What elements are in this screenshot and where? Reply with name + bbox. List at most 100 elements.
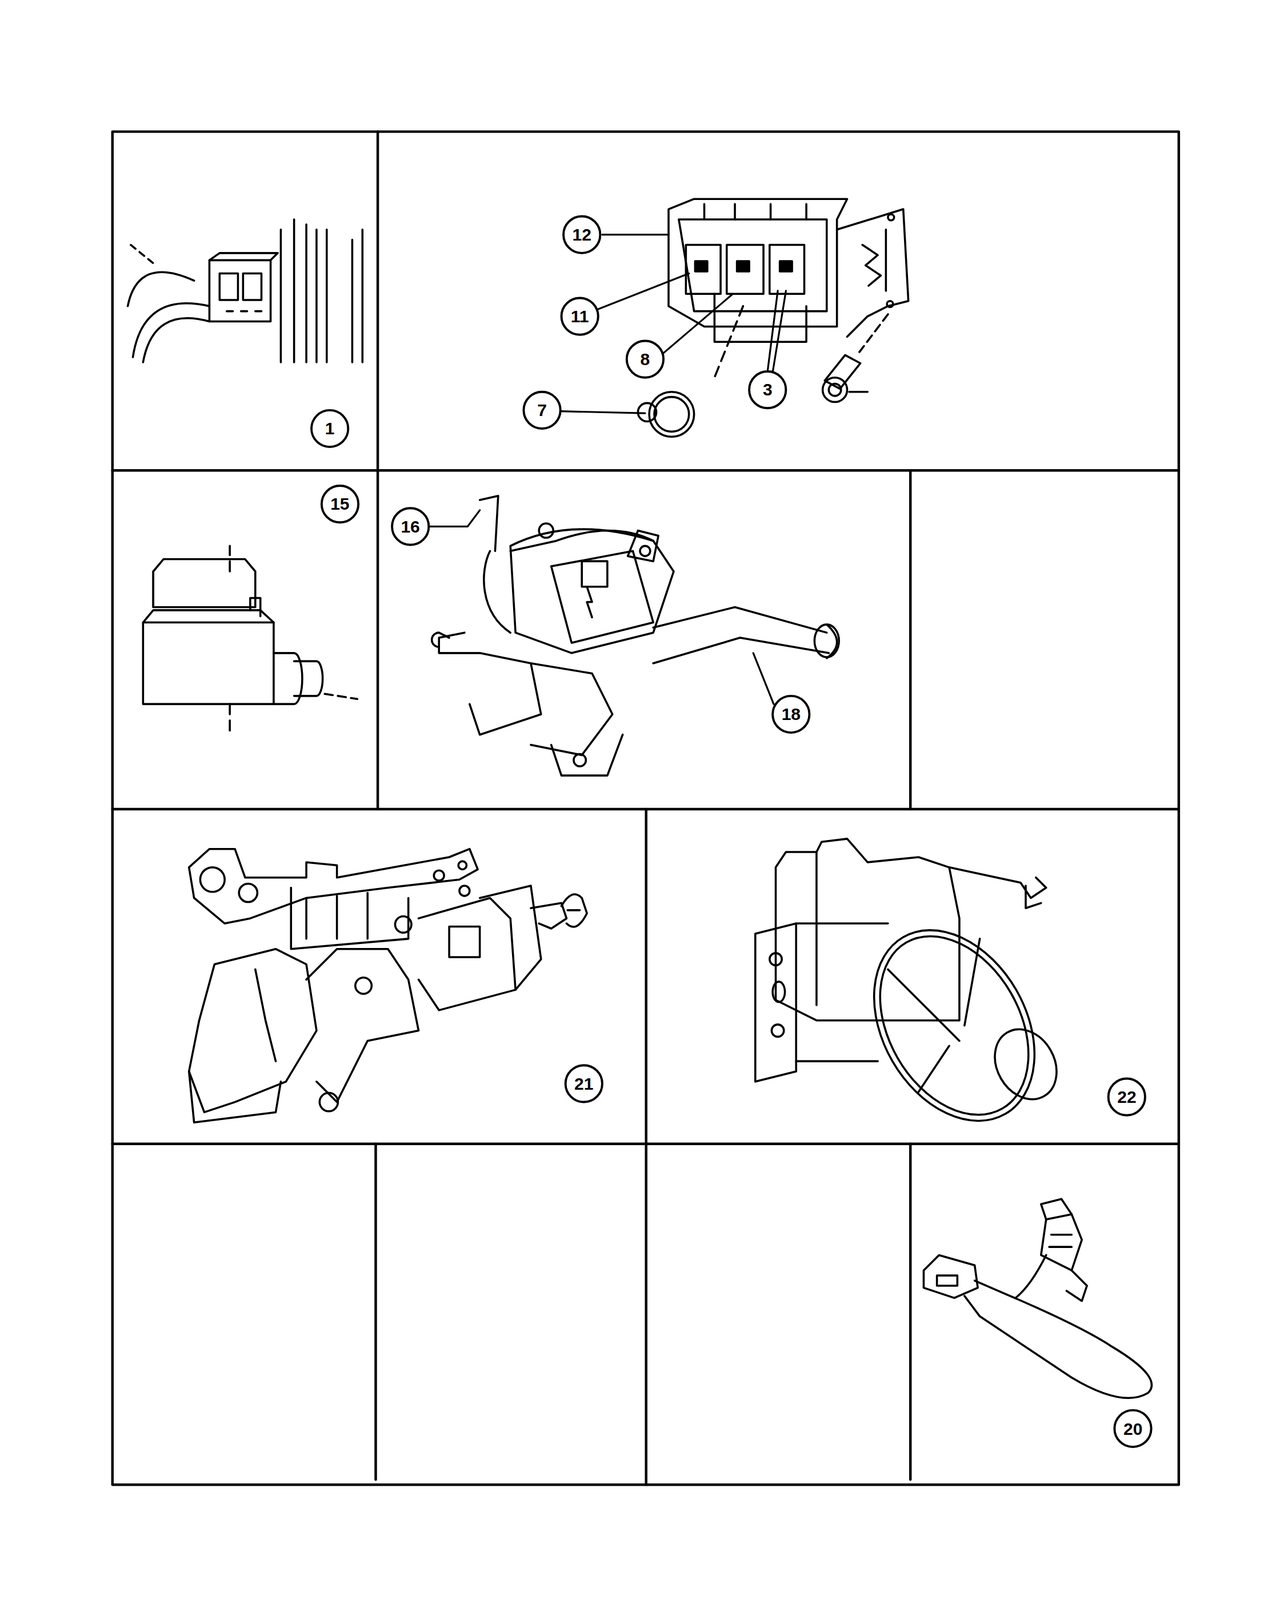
relay-location-view (242, 273, 262, 300)
relay-location-view (226, 310, 262, 313)
relay-view (228, 545, 231, 572)
relay-location-view (128, 272, 195, 307)
sensor (1041, 1198, 1072, 1220)
callout-circle (311, 410, 348, 447)
callout-number: 8 (640, 350, 651, 368)
leader-line (753, 653, 774, 704)
relay-location-view (209, 260, 271, 322)
horn (769, 953, 782, 966)
panel-grid (112, 131, 1179, 1485)
multifunction-switch (653, 607, 827, 634)
ignition-switch (480, 885, 542, 990)
relay-bracket (654, 397, 690, 432)
callout-number: 7 (537, 401, 547, 419)
relay-bracket (769, 245, 805, 295)
ignition-switch (418, 897, 516, 1010)
multifunction-switch (510, 529, 674, 654)
relay-bracket (862, 229, 886, 291)
relay-bracket (859, 314, 888, 352)
leader-line (560, 411, 646, 414)
callout-circle (772, 696, 810, 733)
ignition-switch (319, 1093, 338, 1112)
callout-circle (311, 216, 1152, 1448)
callout-number: 11 (570, 308, 590, 326)
relay-bracket (849, 390, 868, 394)
relay-bracket (824, 354, 861, 389)
ignition-switch (255, 969, 276, 1062)
callout-number: 22 (1117, 1088, 1136, 1106)
relay-bracket (694, 261, 707, 272)
horn (888, 938, 980, 1092)
leader-line (663, 293, 733, 354)
callout-number: 3 (762, 381, 773, 399)
horn (841, 901, 1067, 1150)
relay-location-view (133, 303, 210, 358)
relay-location-view (142, 318, 210, 363)
sensor (1066, 1270, 1087, 1302)
relay-bracket (668, 198, 848, 327)
relay-location-view (352, 229, 363, 363)
horn (849, 909, 1059, 1142)
ignition-switch (394, 916, 412, 934)
leader-line (428, 234, 786, 704)
callout-number: 15 (330, 495, 350, 513)
multifunction-switch (586, 586, 592, 618)
multifunction-switch (480, 496, 499, 551)
ignition-switch (449, 926, 480, 958)
panel-grid (112, 469, 1179, 472)
sensor (923, 1198, 1152, 1398)
callout-circle (1114, 1410, 1151, 1447)
relay-bracket (714, 293, 807, 342)
relay-bracket (828, 383, 841, 396)
relay-view (324, 693, 358, 699)
relay-bracket (886, 301, 894, 308)
sensor (1049, 1234, 1072, 1247)
callout-circle (1108, 1078, 1146, 1116)
relay-bracket (780, 261, 792, 272)
multifunction-switch (814, 624, 839, 658)
relay-view (142, 545, 358, 733)
relay-view (153, 559, 256, 608)
horn (755, 838, 1070, 1150)
leader-line (767, 290, 778, 372)
callout-circle (626, 340, 664, 378)
relay-bracket (678, 219, 827, 312)
relay-bracket (637, 198, 908, 437)
relay-bracket (888, 214, 895, 221)
callout-number: 21 (574, 1075, 594, 1093)
ignition-switch (189, 949, 317, 1113)
ignition-switch (459, 885, 470, 896)
multifunction-switch (826, 624, 838, 659)
multifunction-switch (484, 550, 511, 633)
relay-bracket (737, 261, 750, 272)
multifunction-switch (538, 523, 554, 538)
horn (772, 981, 785, 1003)
callout-number: 16 (400, 518, 420, 536)
horn (815, 852, 818, 1006)
callout-circle (563, 216, 600, 254)
sensor (964, 1280, 1152, 1398)
callout-circle (392, 508, 429, 545)
ignition-switch (290, 888, 408, 950)
leader-line (772, 290, 786, 373)
callout-number: 12 (572, 226, 591, 244)
relay-bracket (822, 377, 848, 403)
ignition-switch (561, 894, 588, 927)
multifunction-switch (432, 496, 839, 776)
ignition-switch (306, 893, 368, 939)
ignition-switch (567, 909, 580, 912)
callout-number: 20 (1123, 1420, 1143, 1438)
multifunction-switch (551, 734, 623, 776)
ignition-switch (433, 870, 444, 881)
panel-grid (374, 1144, 377, 1480)
multifunction-switch (581, 561, 608, 587)
relay-bracket (685, 245, 721, 295)
leader-line (602, 233, 669, 236)
relay-bracket (837, 209, 909, 337)
ignition-switch (189, 849, 587, 1123)
callout-circle (321, 485, 359, 523)
sensor (1041, 1214, 1082, 1271)
horn (1025, 885, 1042, 908)
multifunction-switch (432, 632, 450, 647)
